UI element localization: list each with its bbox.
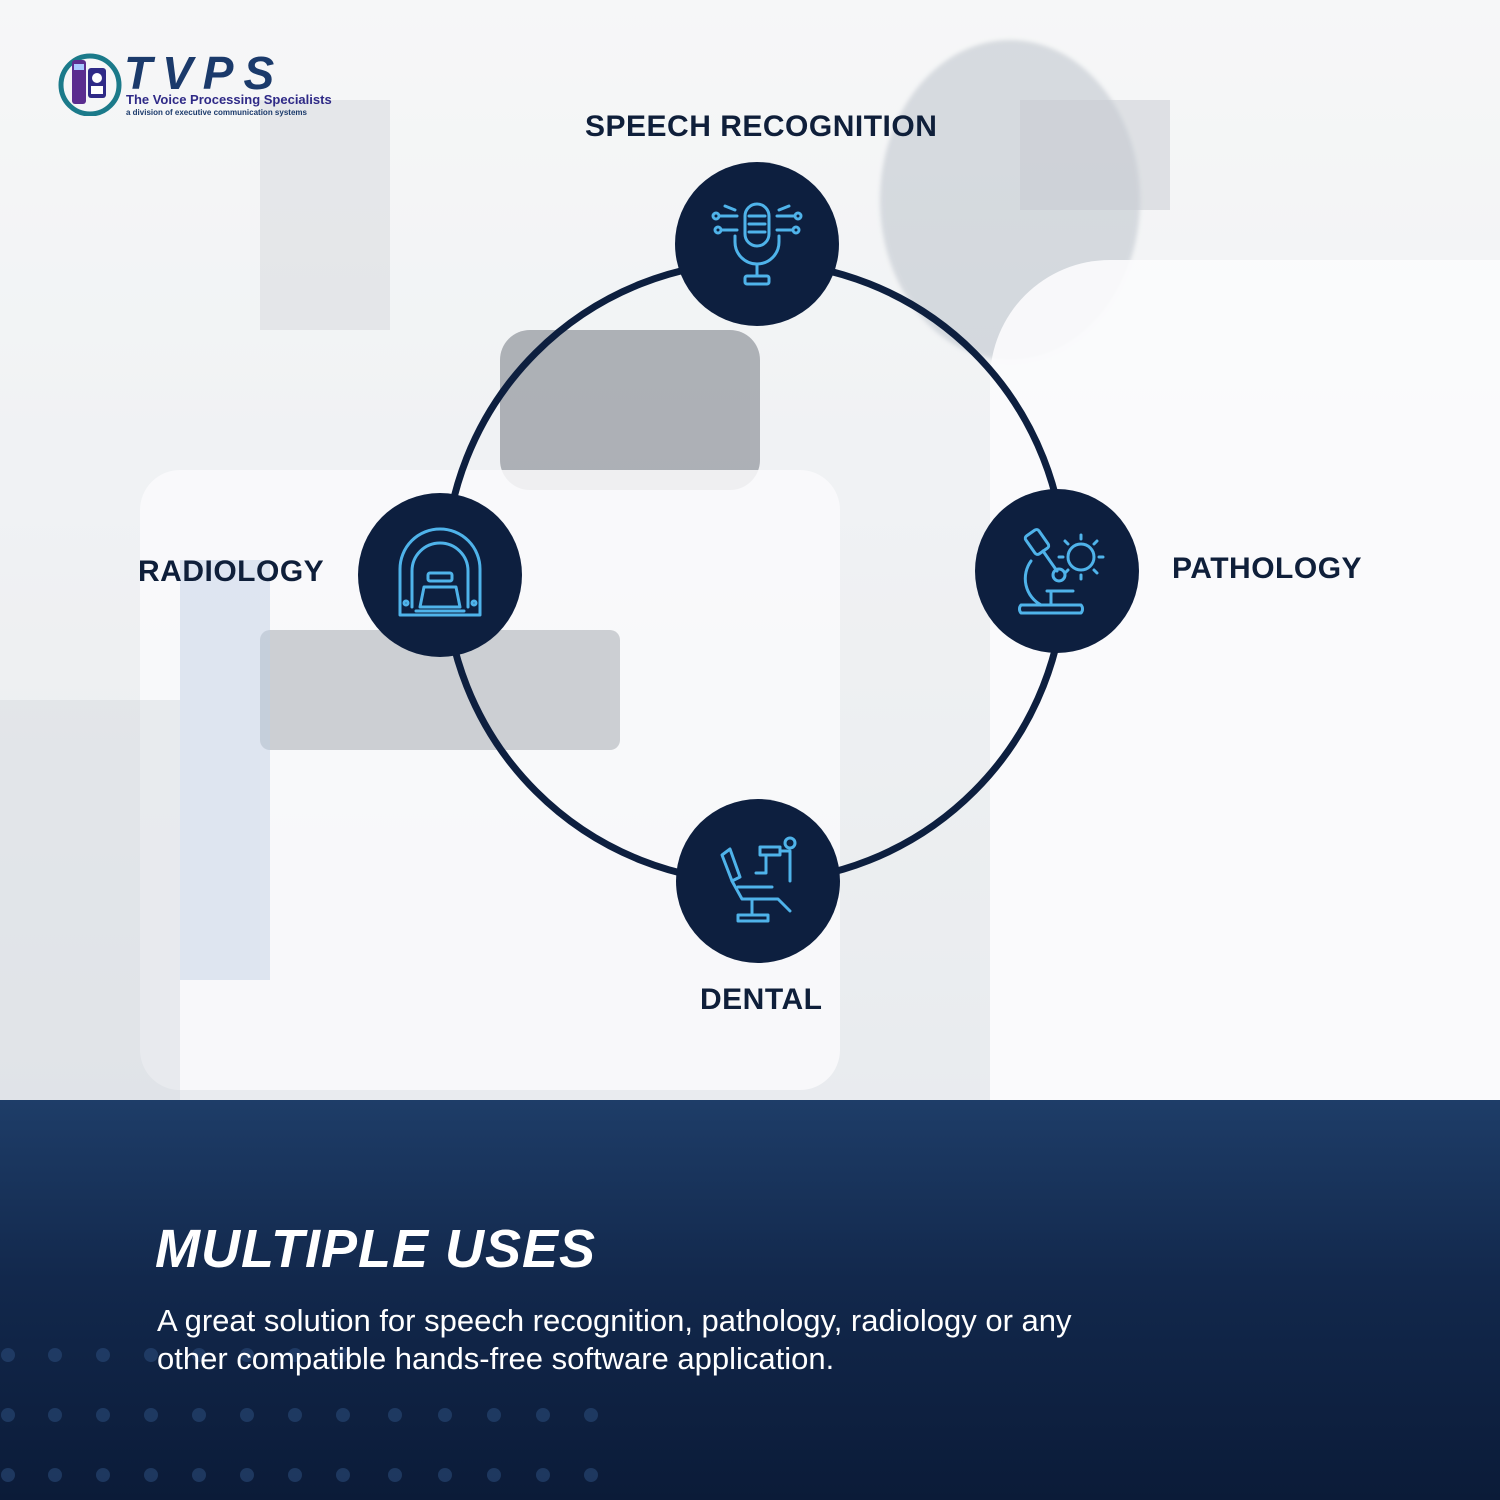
logo-tagline: The Voice Processing Specialists: [126, 92, 332, 107]
decorative-dot-grid: [1, 1348, 598, 1482]
footer-band: [0, 1100, 1500, 1500]
radiology-label: RADIOLOGY: [138, 555, 325, 588]
microscope-icon: [1018, 528, 1105, 615]
mri-scanner-icon: [398, 527, 482, 617]
logo-mark-icon: [58, 53, 122, 116]
tvps-logo[interactable]: TVPS The Voice Processing Specialists a …: [58, 50, 358, 122]
radiology-node[interactable]: [358, 493, 522, 657]
footer-body: A great solution for speech recognition,…: [157, 1303, 1072, 1376]
microphone-icon: [711, 202, 803, 286]
pathology-node[interactable]: [975, 489, 1139, 653]
dental-label: DENTAL: [700, 983, 823, 1016]
dental-node[interactable]: [676, 799, 840, 963]
footer-headline: MULTIPLE USES: [155, 1219, 597, 1279]
logo-subtitle: a division of executive communication sy…: [126, 108, 307, 117]
dental-chair-icon: [720, 836, 797, 923]
speech-recognition-label: SPEECH RECOGNITION: [585, 110, 938, 143]
pathology-label: PATHOLOGY: [1172, 552, 1363, 585]
speech-recognition-node[interactable]: [675, 162, 839, 326]
logo-letters: TVPS: [124, 47, 285, 99]
